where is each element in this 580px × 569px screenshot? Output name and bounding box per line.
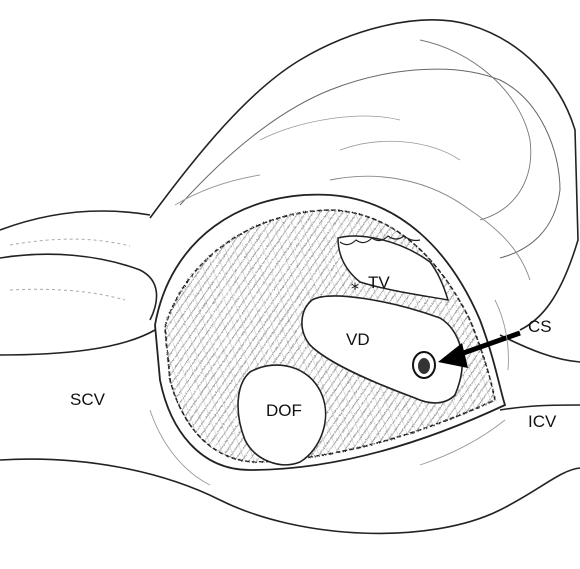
label-dof: DOF	[266, 402, 302, 419]
label-tv: TV	[368, 274, 390, 291]
label-vd: VD	[346, 331, 370, 348]
label-scv: SCV	[70, 391, 105, 408]
asterisk-marker: *	[351, 279, 359, 298]
label-icv: ICV	[528, 413, 556, 430]
inferior-caval-vein	[500, 335, 580, 410]
label-cs: CS	[528, 318, 552, 335]
